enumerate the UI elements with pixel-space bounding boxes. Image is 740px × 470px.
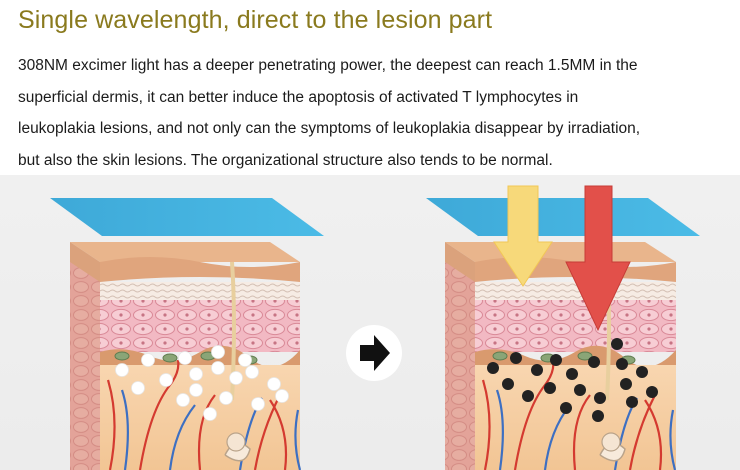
description-paragraph: 308NM excimer light has a deeper penetra… [18,50,730,176]
dark-cells [487,338,658,422]
description-line: but also the skin lesions. The organizat… [18,151,553,169]
description-line: leukoplakia lesions, and not only can th… [18,120,641,137]
down-arrow-icon [493,185,553,287]
light-panel [426,198,700,236]
description-line: superficial dermis, it can better induce… [18,88,579,106]
description-line: 308NM excimer light has a deeper penetra… [18,57,638,74]
white-cells [115,345,289,421]
skin-block-after [426,185,700,470]
headline: Single wavelength, direct to the lesion … [18,6,493,34]
light-panel [50,198,324,236]
down-arrow-icon [565,185,631,332]
skin-block-before [50,198,324,470]
right-arrow-icon [346,325,402,381]
